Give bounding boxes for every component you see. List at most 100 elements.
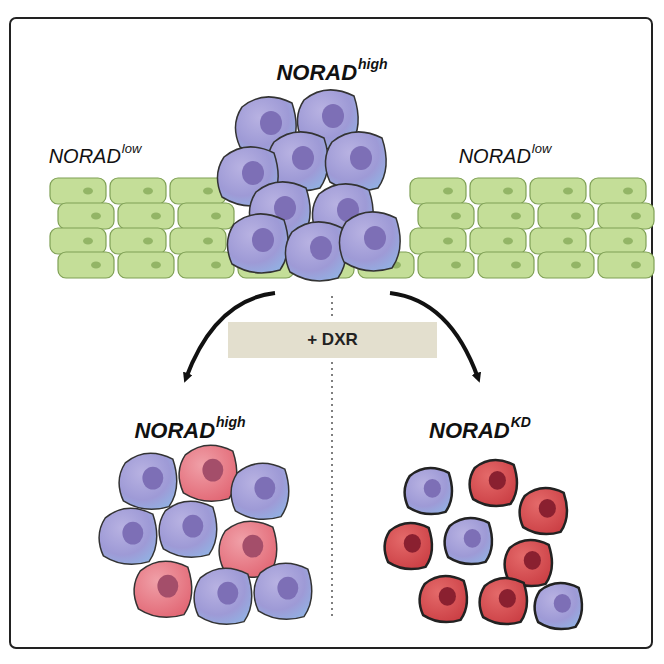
cell [179,445,237,501]
nucleus [571,213,581,220]
nucleus [203,238,213,245]
nucleus [623,238,633,245]
nucleus [310,236,332,260]
green-cell [58,252,114,278]
nucleus [202,459,223,482]
green-cell [50,228,106,254]
gene-label: NORAD [459,146,531,166]
nucleus [217,582,238,605]
green-cell [538,252,594,278]
green-cell [470,228,526,254]
green-cell [530,178,586,204]
nucleus [292,146,314,170]
cell [480,578,527,624]
nucleus [242,161,264,185]
green-cell [470,178,526,204]
nucleus [322,104,344,128]
cell [385,523,432,569]
nucleus [623,188,633,195]
frame [10,18,652,648]
cell [445,518,492,564]
nucleus [151,262,161,269]
superscript: high [358,57,388,71]
cell [405,468,452,514]
nucleus [252,228,274,252]
cell [231,463,289,519]
nucleus [211,262,221,269]
green-cell [598,252,654,278]
nucleus [277,577,298,600]
cell [285,222,346,281]
nucleus [254,477,275,500]
treatment-label: + DXR [307,330,358,350]
nucleus [122,522,143,545]
green-cell [110,228,166,254]
green-cells [50,178,654,278]
cell [99,508,157,564]
nucleus [260,111,282,135]
superscript: high [216,415,246,429]
nucleus [489,471,506,490]
nucleus [503,238,513,245]
nucleus [511,213,521,220]
gene-label: NORAD [429,420,510,442]
nucleus [499,589,516,608]
nucleus [439,587,456,606]
green-cell [418,203,474,229]
cell [134,561,192,617]
gene-label: NORAD [276,62,357,84]
nucleus [83,188,93,195]
nucleus [511,262,521,269]
nucleus [182,515,203,538]
green-cell [118,252,174,278]
green-cell [478,203,534,229]
cell [119,453,177,509]
nucleus [631,262,641,269]
green-cell [410,228,466,254]
green-cell [118,203,174,229]
green-cell [50,178,106,204]
green-cell [410,178,466,204]
nucleus [424,479,441,498]
cell [420,576,467,622]
gene-label: NORAD [134,420,215,442]
green-cell [590,228,646,254]
nucleus [464,529,481,548]
nucleus [242,535,263,558]
green-cell [418,252,474,278]
nucleus [451,262,461,269]
green-cell [110,178,166,204]
nucleus [443,188,453,195]
cell [520,488,567,534]
nucleus [563,238,573,245]
superscript: low [532,142,552,155]
divider [331,296,333,320]
nucleus [91,213,101,220]
superscript: KD [511,415,531,429]
nucleus [142,467,163,490]
nucleus [364,226,386,250]
cell [470,460,517,506]
cell [535,583,582,629]
cell [254,563,312,619]
green-cell [598,203,654,229]
nucleus [554,594,571,613]
nucleus [157,575,178,598]
gene-label: NORAD [49,146,121,166]
nucleus [443,238,453,245]
nucleus [83,238,93,245]
nucleus [451,213,461,220]
nucleus [503,188,513,195]
treatment-box: + DXR [228,322,437,358]
nucleus [563,188,573,195]
cell [194,568,252,624]
green-cell [58,203,114,229]
green-cell [590,178,646,204]
divider [331,362,333,620]
nucleus [631,213,641,220]
nucleus [143,238,153,245]
superscript: low [122,142,142,155]
nucleus [211,213,221,220]
nucleus [151,213,161,220]
